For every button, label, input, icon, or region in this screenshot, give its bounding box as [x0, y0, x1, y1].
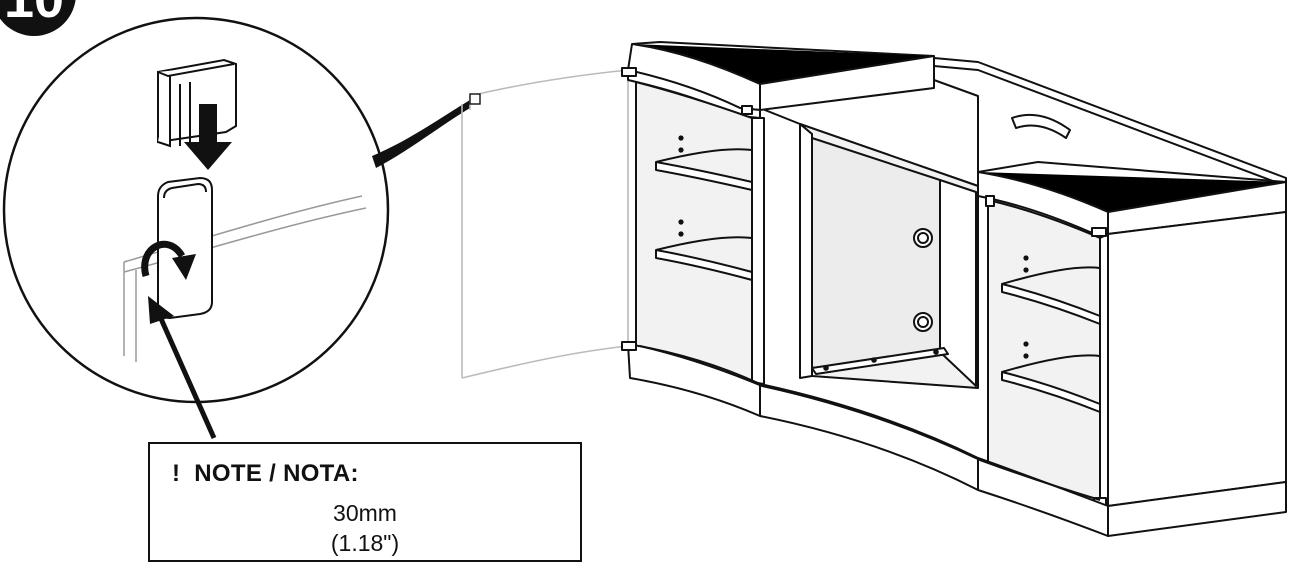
open-door [461, 69, 629, 379]
callout-leader [372, 100, 470, 168]
hinge-cap-icon [157, 58, 237, 148]
note-measurement-metric: 30mm [333, 500, 397, 526]
door-edge-detail [123, 195, 367, 362]
note-measurement-imperial: (1.18") [330, 530, 400, 556]
down-arrow-icon [184, 104, 232, 170]
tv-cabinet [621, 41, 1287, 537]
cabinet-illustration [2, 16, 1287, 537]
rotate-arrow-icon [141, 240, 196, 280]
hinge-plate-icon [157, 176, 213, 320]
note-box: ! NOTE / NOTA: 30mm (1.18") [148, 442, 582, 562]
step-number: 10 [4, 0, 64, 30]
door-hinge-top-icon [469, 93, 481, 105]
note-title-text: NOTE / NOTA: [194, 460, 359, 487]
warning-icon: ! [172, 460, 181, 487]
pointer-arrow-icon [148, 296, 217, 440]
note-title: ! NOTE / NOTA: [172, 460, 359, 488]
detail-callout [2, 16, 390, 440]
